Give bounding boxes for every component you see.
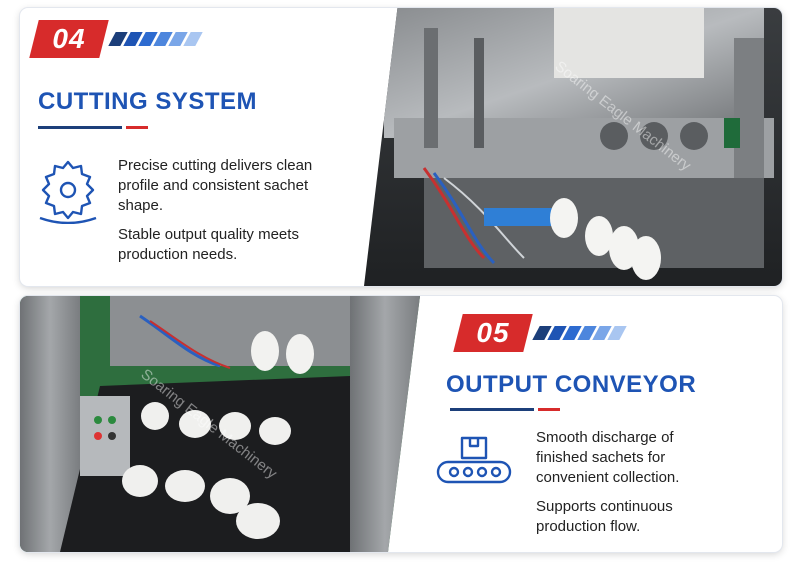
saw-blade-icon bbox=[38, 158, 98, 229]
section-description: Precise cutting delivers clean profile a… bbox=[118, 156, 342, 274]
section-title: OUTPUT CONVEYOR bbox=[446, 371, 697, 398]
title-underline-accent bbox=[126, 126, 148, 129]
section-number-badge: 04 bbox=[29, 20, 109, 58]
title-underline-accent bbox=[538, 408, 560, 411]
conveyor-machine-photo: Soaring Eagle Machinery bbox=[20, 296, 420, 552]
cutting-machine-photo: Soaring Eagle Machinery bbox=[364, 8, 782, 286]
description-paragraph-2: Stable output quality meets production n… bbox=[118, 226, 299, 263]
title-underline bbox=[450, 408, 534, 411]
decorative-stripes bbox=[532, 326, 627, 340]
description-paragraph-1: Smooth discharge of finished sachets for… bbox=[536, 429, 680, 486]
cutting-system-card: 04 CUTTING SYSTEM Precise cutting delive… bbox=[20, 8, 782, 286]
decorative-stripes bbox=[108, 32, 203, 46]
section-title: CUTTING SYSTEM bbox=[38, 88, 258, 115]
section-description: Smooth discharge of finished sachets for… bbox=[536, 428, 712, 546]
output-conveyor-card: Soaring Eagle Machinery 05 OUTPUT CONVEY… bbox=[20, 296, 782, 552]
description-paragraph-1: Precise cutting delivers clean profile a… bbox=[118, 157, 313, 214]
conveyor-icon bbox=[434, 436, 514, 493]
description-paragraph-2: Supports continuous production flow. bbox=[536, 498, 673, 535]
section-number: 04 bbox=[52, 23, 86, 54]
title-underline bbox=[38, 126, 122, 129]
section-number-badge: 05 bbox=[453, 314, 533, 352]
section-number: 05 bbox=[476, 317, 510, 348]
